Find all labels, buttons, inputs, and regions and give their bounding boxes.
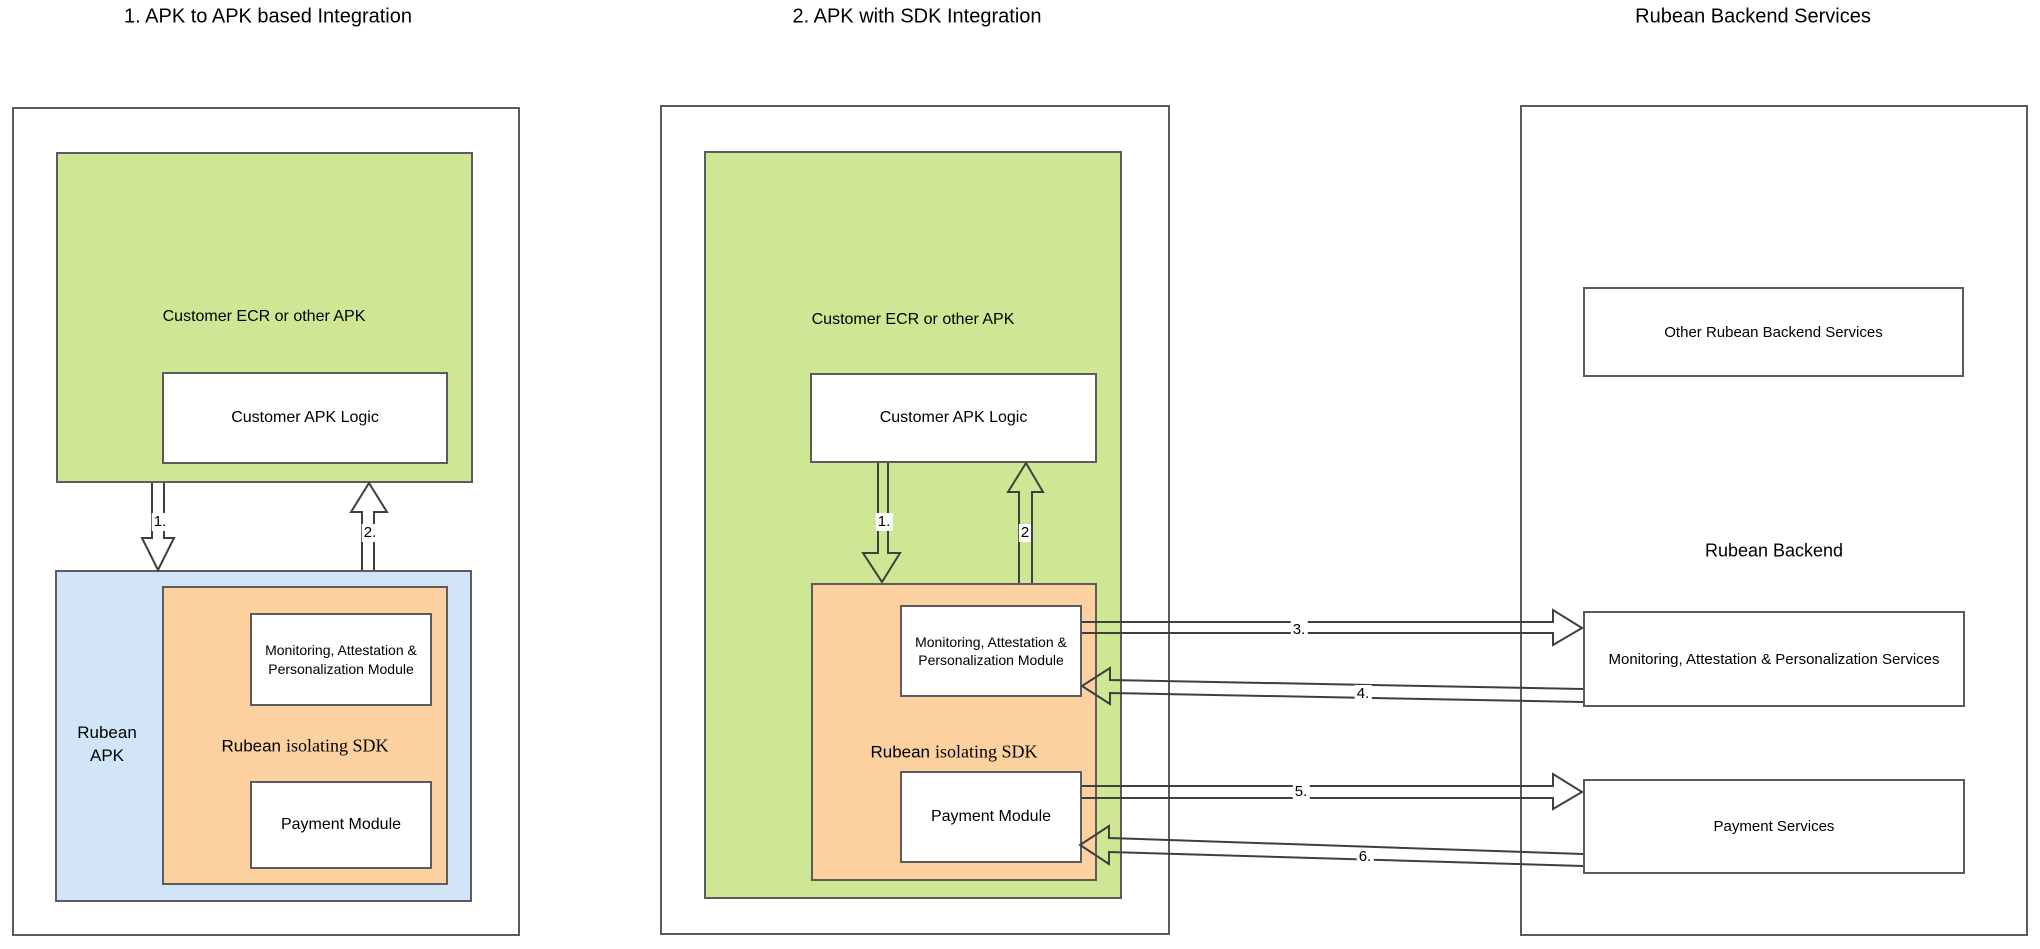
payment-services-label: Payment Services <box>1713 818 1835 835</box>
apk-sdk-outer-box <box>660 105 1170 935</box>
step4-label: 4. <box>1354 685 1372 703</box>
customer-apk-logic-label-middle: Customer APK Logic <box>879 409 1028 426</box>
customer-ecr-label-middle: Customer ECR or other APK <box>811 311 1015 328</box>
monitoring-module-label-middle: Monitoring, Attestation & Personalizatio… <box>915 633 1067 668</box>
down-arrow-middle-icon <box>861 463 902 584</box>
up-arrow-left-icon <box>349 481 389 570</box>
step5-label: 5. <box>1292 783 1310 801</box>
rubean-sdk-brand-left: Rubean <box>221 736 282 756</box>
customer-ecr-label-left: Customer ECR or other APK <box>162 308 366 325</box>
section2-title: 2. APK with SDK Integration <box>792 5 1042 28</box>
monitoring-module-label-left: Monitoring, Attestation & Personalizatio… <box>265 642 417 677</box>
rubean-sdk-brand-middle: Rubean <box>870 742 931 762</box>
section3-title: Rubean Backend Services <box>1635 5 1871 28</box>
payment-module-label-left: Payment Module <box>280 816 402 833</box>
flow6-left-arrow-icon <box>1078 824 1584 867</box>
payment-module-label-middle: Payment Module <box>930 808 1052 825</box>
customer-apk-logic-box-left: Customer APK Logic <box>162 372 448 464</box>
apk-to-apk-outer-box <box>12 107 520 936</box>
step3-label: 3. <box>1290 621 1308 639</box>
step2-label-middle: 2 <box>1018 524 1032 542</box>
rubean-sdk-rest-middle: isolating SDK <box>935 741 1038 762</box>
customer-apk-logic-label-left: Customer APK Logic <box>231 409 379 426</box>
flow5-right-arrow-icon <box>1082 772 1584 811</box>
payment-module-box-left: Payment Module <box>250 781 432 869</box>
payment-module-box-middle: Payment Module <box>900 771 1082 863</box>
down-arrow-left-icon <box>140 483 176 573</box>
customer-apk-logic-box-middle: Customer APK Logic <box>810 373 1097 463</box>
monitoring-module-box-left: Monitoring, Attestation & Personalizatio… <box>250 613 432 706</box>
up-arrow-middle-icon <box>1006 461 1045 583</box>
other-backend-services-box: Other Rubean Backend Services <box>1583 287 1964 377</box>
step1-label-middle: 1. <box>875 513 893 531</box>
rubean-sdk-rest-left: isolating SDK <box>286 735 389 756</box>
step1-label-left: 1. <box>151 513 169 531</box>
step2-label-left: 2. <box>361 524 379 542</box>
rubean-backend-label: Rubean Backend <box>1704 540 1844 561</box>
monitoring-services-label: Monitoring, Attestation & Personalizatio… <box>1608 650 1940 668</box>
flow3-right-arrow-icon <box>1082 608 1584 647</box>
step6-label: 6. <box>1356 848 1374 866</box>
section1-title: 1. APK to APK based Integration <box>124 5 412 28</box>
flow4-left-arrow-icon <box>1080 666 1584 706</box>
other-backend-services-label: Other Rubean Backend Services <box>1664 323 1883 341</box>
payment-services-box: Payment Services <box>1583 779 1965 874</box>
monitoring-services-box: Monitoring, Attestation & Personalizatio… <box>1583 611 1965 707</box>
rubean-apk-label: Rubean APK <box>77 723 137 765</box>
rubean-backend-outer-box <box>1520 105 2028 936</box>
monitoring-module-box-middle: Monitoring, Attestation & Personalizatio… <box>900 605 1082 697</box>
